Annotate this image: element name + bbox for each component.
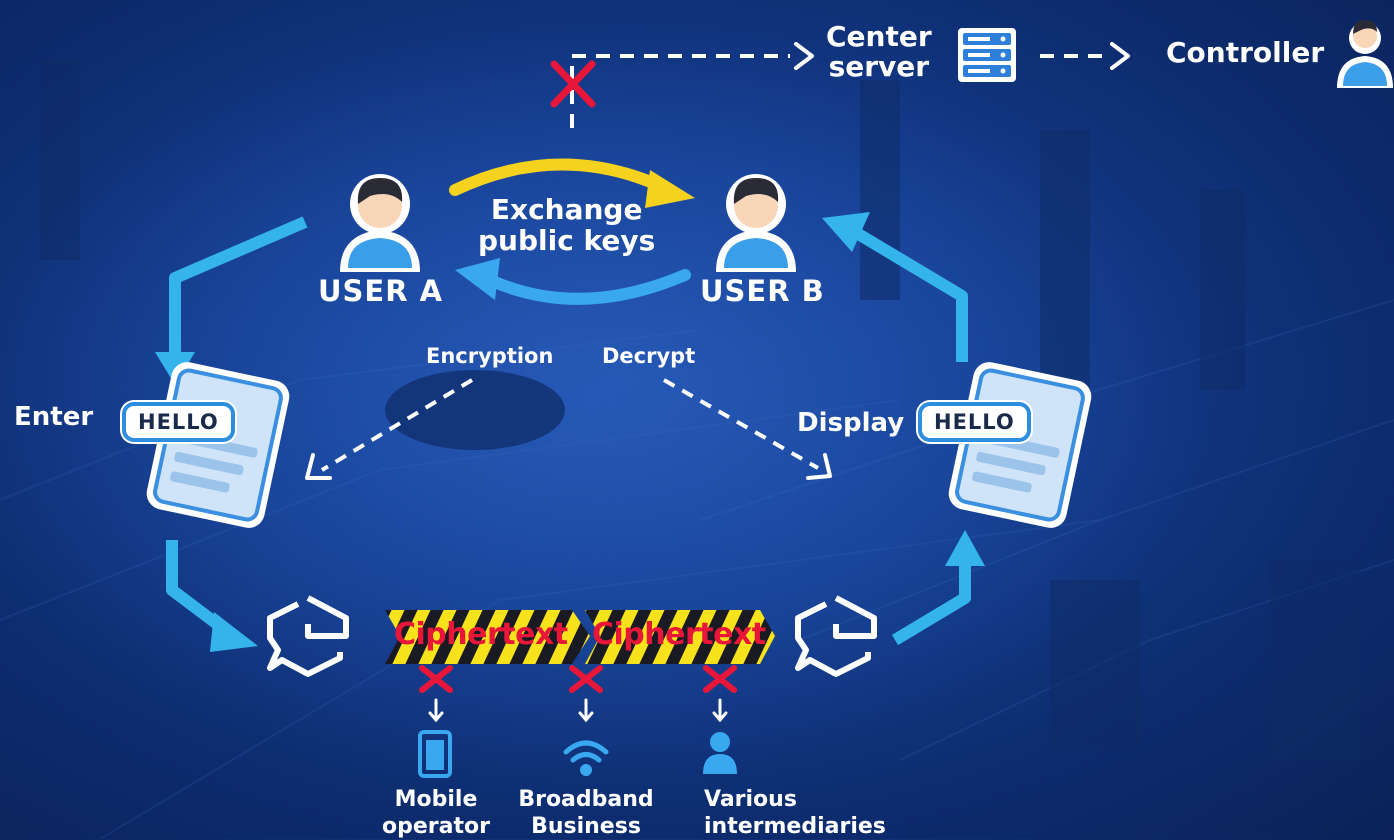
user-b-label: USER B — [700, 274, 825, 308]
interceptor-label-line1: Various — [704, 787, 797, 812]
interceptor-label-line2: Business — [531, 814, 641, 839]
controller-avatar-icon — [1337, 20, 1393, 88]
intercept-down-arrows — [428, 698, 728, 723]
center-server-label: Center server — [826, 22, 932, 82]
user-a-label: USER A — [318, 274, 444, 308]
interceptor-various-intermediaries: Various intermediaries — [704, 786, 886, 840]
center-server-line2: server — [828, 50, 930, 83]
phone-icon — [418, 730, 452, 778]
encrypt-arrowheads — [305, 453, 832, 480]
enter-label: Enter — [14, 402, 94, 432]
encrypt-dashed-arrows — [320, 378, 819, 472]
server-path-dashed — [570, 54, 1110, 128]
server-block-x-icon — [550, 60, 596, 108]
hello-bubble-right: HELLO — [918, 402, 1031, 442]
intercept-block-x-icons — [419, 665, 737, 693]
controller-label: Controller — [1166, 36, 1325, 69]
ciphertext-label-1: Ciphertext — [394, 617, 568, 652]
interceptor-label-line1: Mobile — [394, 787, 478, 812]
phone-left-icon — [146, 362, 290, 528]
interceptor-label-line1: Broadband — [518, 787, 654, 812]
phone-right-icon — [948, 362, 1092, 528]
encryption-label: Encryption — [426, 344, 554, 368]
server-path-arrowheads — [794, 42, 1130, 70]
person-icon — [703, 732, 737, 774]
exchange-line1: Exchange — [490, 193, 643, 226]
exchange-arrow-top — [449, 158, 695, 208]
user-a-avatar-icon — [340, 174, 420, 272]
exchange-public-keys-label: Exchange public keys — [478, 194, 655, 256]
gateway-left-logo-icon — [267, 595, 349, 677]
exchange-line2: public keys — [478, 224, 656, 257]
interceptor-label-line2: operator — [382, 814, 490, 839]
hello-bubble-left: HELLO — [122, 402, 235, 442]
ciphertext-band — [385, 610, 775, 664]
exchange-arrow-bottom — [455, 258, 691, 305]
decrypt-label: Decrypt — [602, 344, 696, 368]
server-icon — [958, 28, 1016, 82]
flow-arrows — [166, 216, 971, 646]
interceptor-mobile-operator: Mobile operator — [346, 786, 526, 840]
user-b-avatar-icon — [716, 174, 796, 272]
interceptor-label-line2: intermediaries — [704, 814, 886, 839]
interceptor-broadband-business: Broadband Business — [496, 786, 676, 840]
flow-arrowheads — [155, 212, 985, 652]
display-label: Display — [797, 408, 905, 438]
wifi-icon — [563, 740, 609, 776]
ciphertext-label-2: Ciphertext — [592, 617, 766, 652]
gateway-right-logo-icon — [795, 595, 877, 677]
center-server-line1: Center — [826, 20, 932, 53]
